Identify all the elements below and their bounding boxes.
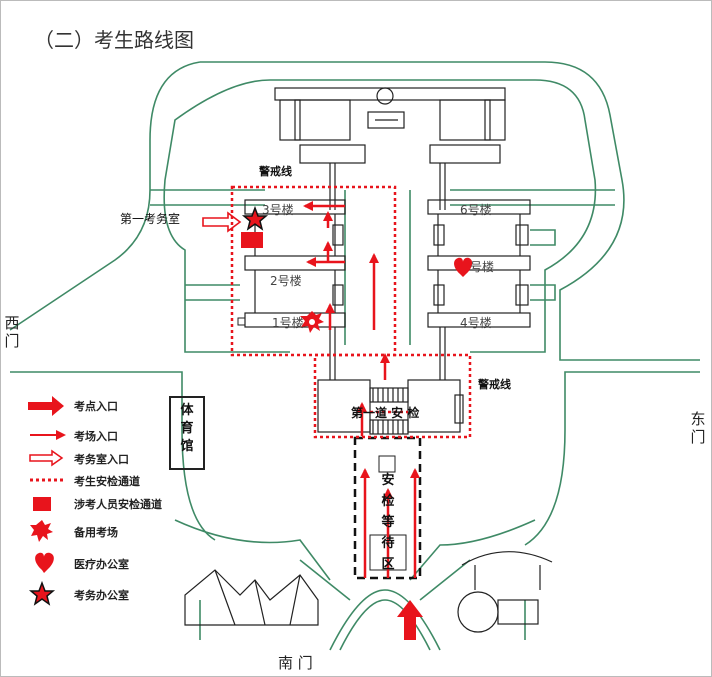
exam-affairs-room-label: 第一考务室 — [120, 212, 181, 226]
security-building — [317, 379, 464, 435]
route-arrows — [303, 201, 420, 578]
legend-heart-icon — [35, 552, 54, 573]
east-gate-label: 东门 — [690, 410, 706, 446]
first-checkpoint-label: 第一道 安 检 — [351, 406, 420, 420]
legend-label: 考务室入口 — [74, 453, 129, 466]
staff-checkpoint-square — [241, 232, 263, 248]
legend-star-icon — [28, 580, 56, 606]
affairs-entrance-arrow — [202, 211, 242, 233]
legend-label: 备用考场 — [74, 526, 118, 539]
building-5-label: 号楼 — [470, 260, 495, 274]
legend-label: 考务办公室 — [74, 589, 129, 602]
legend-square-icon — [33, 497, 51, 511]
small-marker — [237, 317, 246, 326]
legend-big-arrow-icon — [28, 396, 64, 416]
legend-symbols — [28, 396, 66, 606]
cordon-lines — [230, 185, 472, 439]
page-title: （二）考生路线图 — [34, 28, 194, 52]
building-1-label: 1号楼 — [272, 316, 304, 330]
gym-building — [169, 396, 205, 470]
heart-icon — [454, 257, 473, 277]
south-gate-label: 南 门 — [278, 654, 313, 672]
east-buildings — [427, 199, 531, 380]
cordon-label-top: 警戒线 — [259, 165, 292, 178]
legend-label: 涉考人员安检通道 — [74, 498, 162, 511]
legend-label: 医疗办公室 — [74, 558, 129, 571]
legend-label: 考生安检通道 — [74, 475, 140, 488]
waiting-area-kiosk — [378, 455, 396, 473]
gym-label: 体育馆 — [180, 403, 194, 454]
pavilion — [457, 551, 553, 633]
mountain-sculpture — [184, 569, 319, 626]
building-6-label: 6号楼 — [460, 203, 492, 217]
legend-hollow-arrow-icon — [29, 449, 64, 467]
north-building — [274, 87, 506, 210]
star-icon — [241, 205, 269, 231]
west-gate-label: 西门 — [4, 314, 20, 350]
burst-center — [309, 319, 315, 325]
waiting-area-label: 安检等待区 — [381, 473, 395, 572]
legend-label: 考点入口 — [74, 400, 118, 413]
main-entrance-arrow — [397, 600, 423, 640]
building-3-label: 3号楼 — [262, 203, 294, 217]
cordon-label-right: 警戒线 — [478, 378, 511, 391]
building-2-label: 2号楼 — [270, 274, 302, 288]
roads — [9, 61, 700, 651]
legend-label: 考场入口 — [74, 430, 118, 443]
building-4-label: 4号楼 — [460, 316, 492, 330]
legend-burst-icon — [30, 520, 53, 542]
